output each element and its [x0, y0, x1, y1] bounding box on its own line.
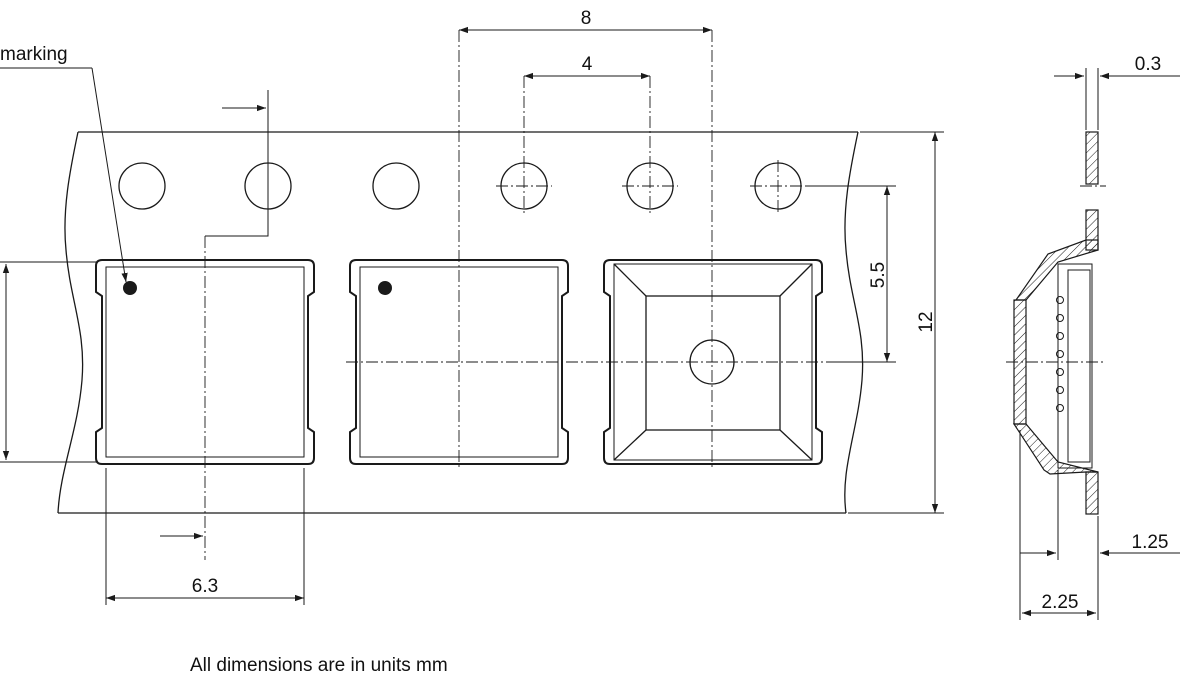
sprocket-holes — [118, 162, 806, 210]
dimension-pocket: 6.3 — [105, 468, 305, 605]
pin-marking-callout: marking — [0, 44, 128, 283]
pin1-marking-dot-2 — [378, 281, 392, 295]
offset-leader — [160, 90, 269, 540]
dimension-hole-to-center: 5.5 — [806, 185, 896, 363]
center-lines — [204, 30, 830, 560]
dim-pocket-depth-label: 1.25 — [1132, 532, 1169, 553]
pin1-marking-dot — [123, 281, 137, 295]
dim-tape-width-label: 12 — [916, 311, 937, 332]
dimension-left-partial — [0, 261, 98, 463]
pin-marking-label: marking — [0, 44, 68, 65]
dim-hole-pitch-label: 4 — [582, 54, 593, 75]
dim-pocket-label: 6.3 — [192, 576, 218, 597]
units-note: All dimensions are in units mm — [190, 655, 448, 675]
dimension-pitch: 8 — [459, 8, 712, 34]
dim-pitch-label: 8 — [581, 8, 592, 29]
dim-hole-to-center-label: 5.5 — [868, 262, 889, 288]
dim-total-depth-label: 2.25 — [1042, 592, 1079, 613]
side-view: 0.3 1.25 2.25 — [1006, 54, 1180, 620]
dim-thickness-label: 0.3 — [1135, 54, 1161, 75]
dimension-hole-pitch: 4 — [524, 54, 650, 80]
dimension-tape-width: 12 — [848, 131, 944, 514]
carrier-tape — [57, 131, 864, 514]
side-view-balls — [1056, 296, 1064, 412]
